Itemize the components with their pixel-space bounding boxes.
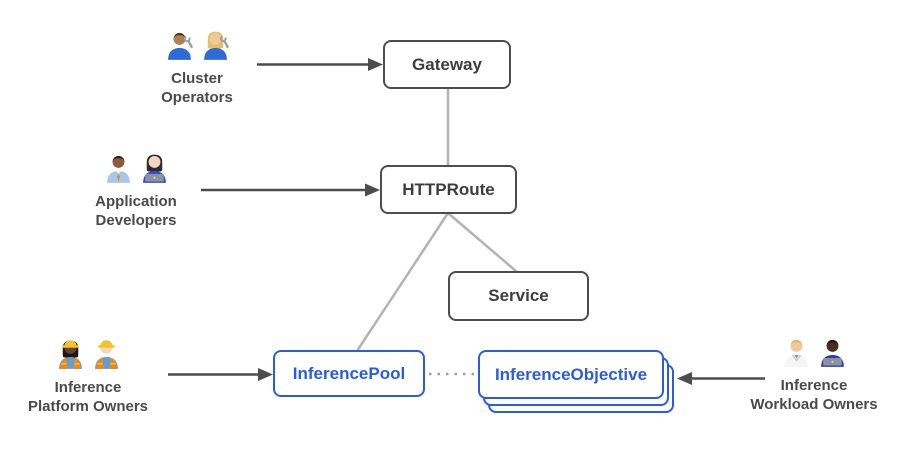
inference-objective-node: InferenceObjective [478, 350, 664, 399]
gateway-node: Gateway [383, 40, 511, 89]
man-office-worker-emoji [103, 150, 134, 188]
persona-inference-platform-owners: Inference Platform Owners [3, 336, 173, 416]
service-node-label: Service [488, 286, 549, 305]
health-worker-emoji [781, 334, 812, 372]
cluster-operators-label: Cluster Operators [161, 70, 233, 106]
httproute-node-label: HTTPRoute [402, 179, 495, 199]
edge-httproute-service [447, 212, 518, 273]
man-technologist-emoji [817, 334, 848, 372]
man-construction-worker-emoji [91, 336, 122, 374]
inference-workload-owners-label: Inference Workload Owners [750, 377, 878, 413]
woman-technologist-emoji [139, 150, 170, 188]
application-developers-emojis [103, 150, 170, 188]
edge-httproute-inferencepool [355, 212, 450, 352]
persona-inference-workload-owners: Inference Workload Owners [729, 334, 899, 414]
inference-platform-owners-label: Inference Platform Owners [27, 379, 149, 415]
inference-objective-node-label: InferenceObjective [494, 364, 648, 384]
man-mechanic-emoji [164, 27, 195, 65]
inference-pool-node: InferencePool [273, 350, 425, 397]
cluster-operators-emojis [164, 27, 231, 65]
woman-mechanic-emoji [200, 27, 231, 65]
inference-workload-owners-emojis [781, 334, 848, 372]
arrow-cluster-operators-to-gateway [257, 58, 383, 71]
inference-platform-owners-emojis [55, 336, 122, 374]
woman-construction-worker-emoji [55, 336, 86, 374]
arrow-application-developers-to-httproute [201, 183, 380, 197]
httproute-node: HTTPRoute [380, 165, 517, 214]
service-node: Service [448, 271, 589, 321]
inference-pool-node-label: InferencePool [292, 363, 406, 383]
persona-cluster-operators: Cluster Operators [122, 27, 272, 107]
application-developers-label: Application Developers [95, 193, 177, 229]
arrow-platform-owners-to-inferencepool [168, 368, 273, 381]
arrow-workload-owners-to-inferenceobjective [677, 372, 765, 385]
gateway-node-label: Gateway [412, 54, 482, 74]
persona-application-developers: Application Developers [61, 150, 211, 230]
